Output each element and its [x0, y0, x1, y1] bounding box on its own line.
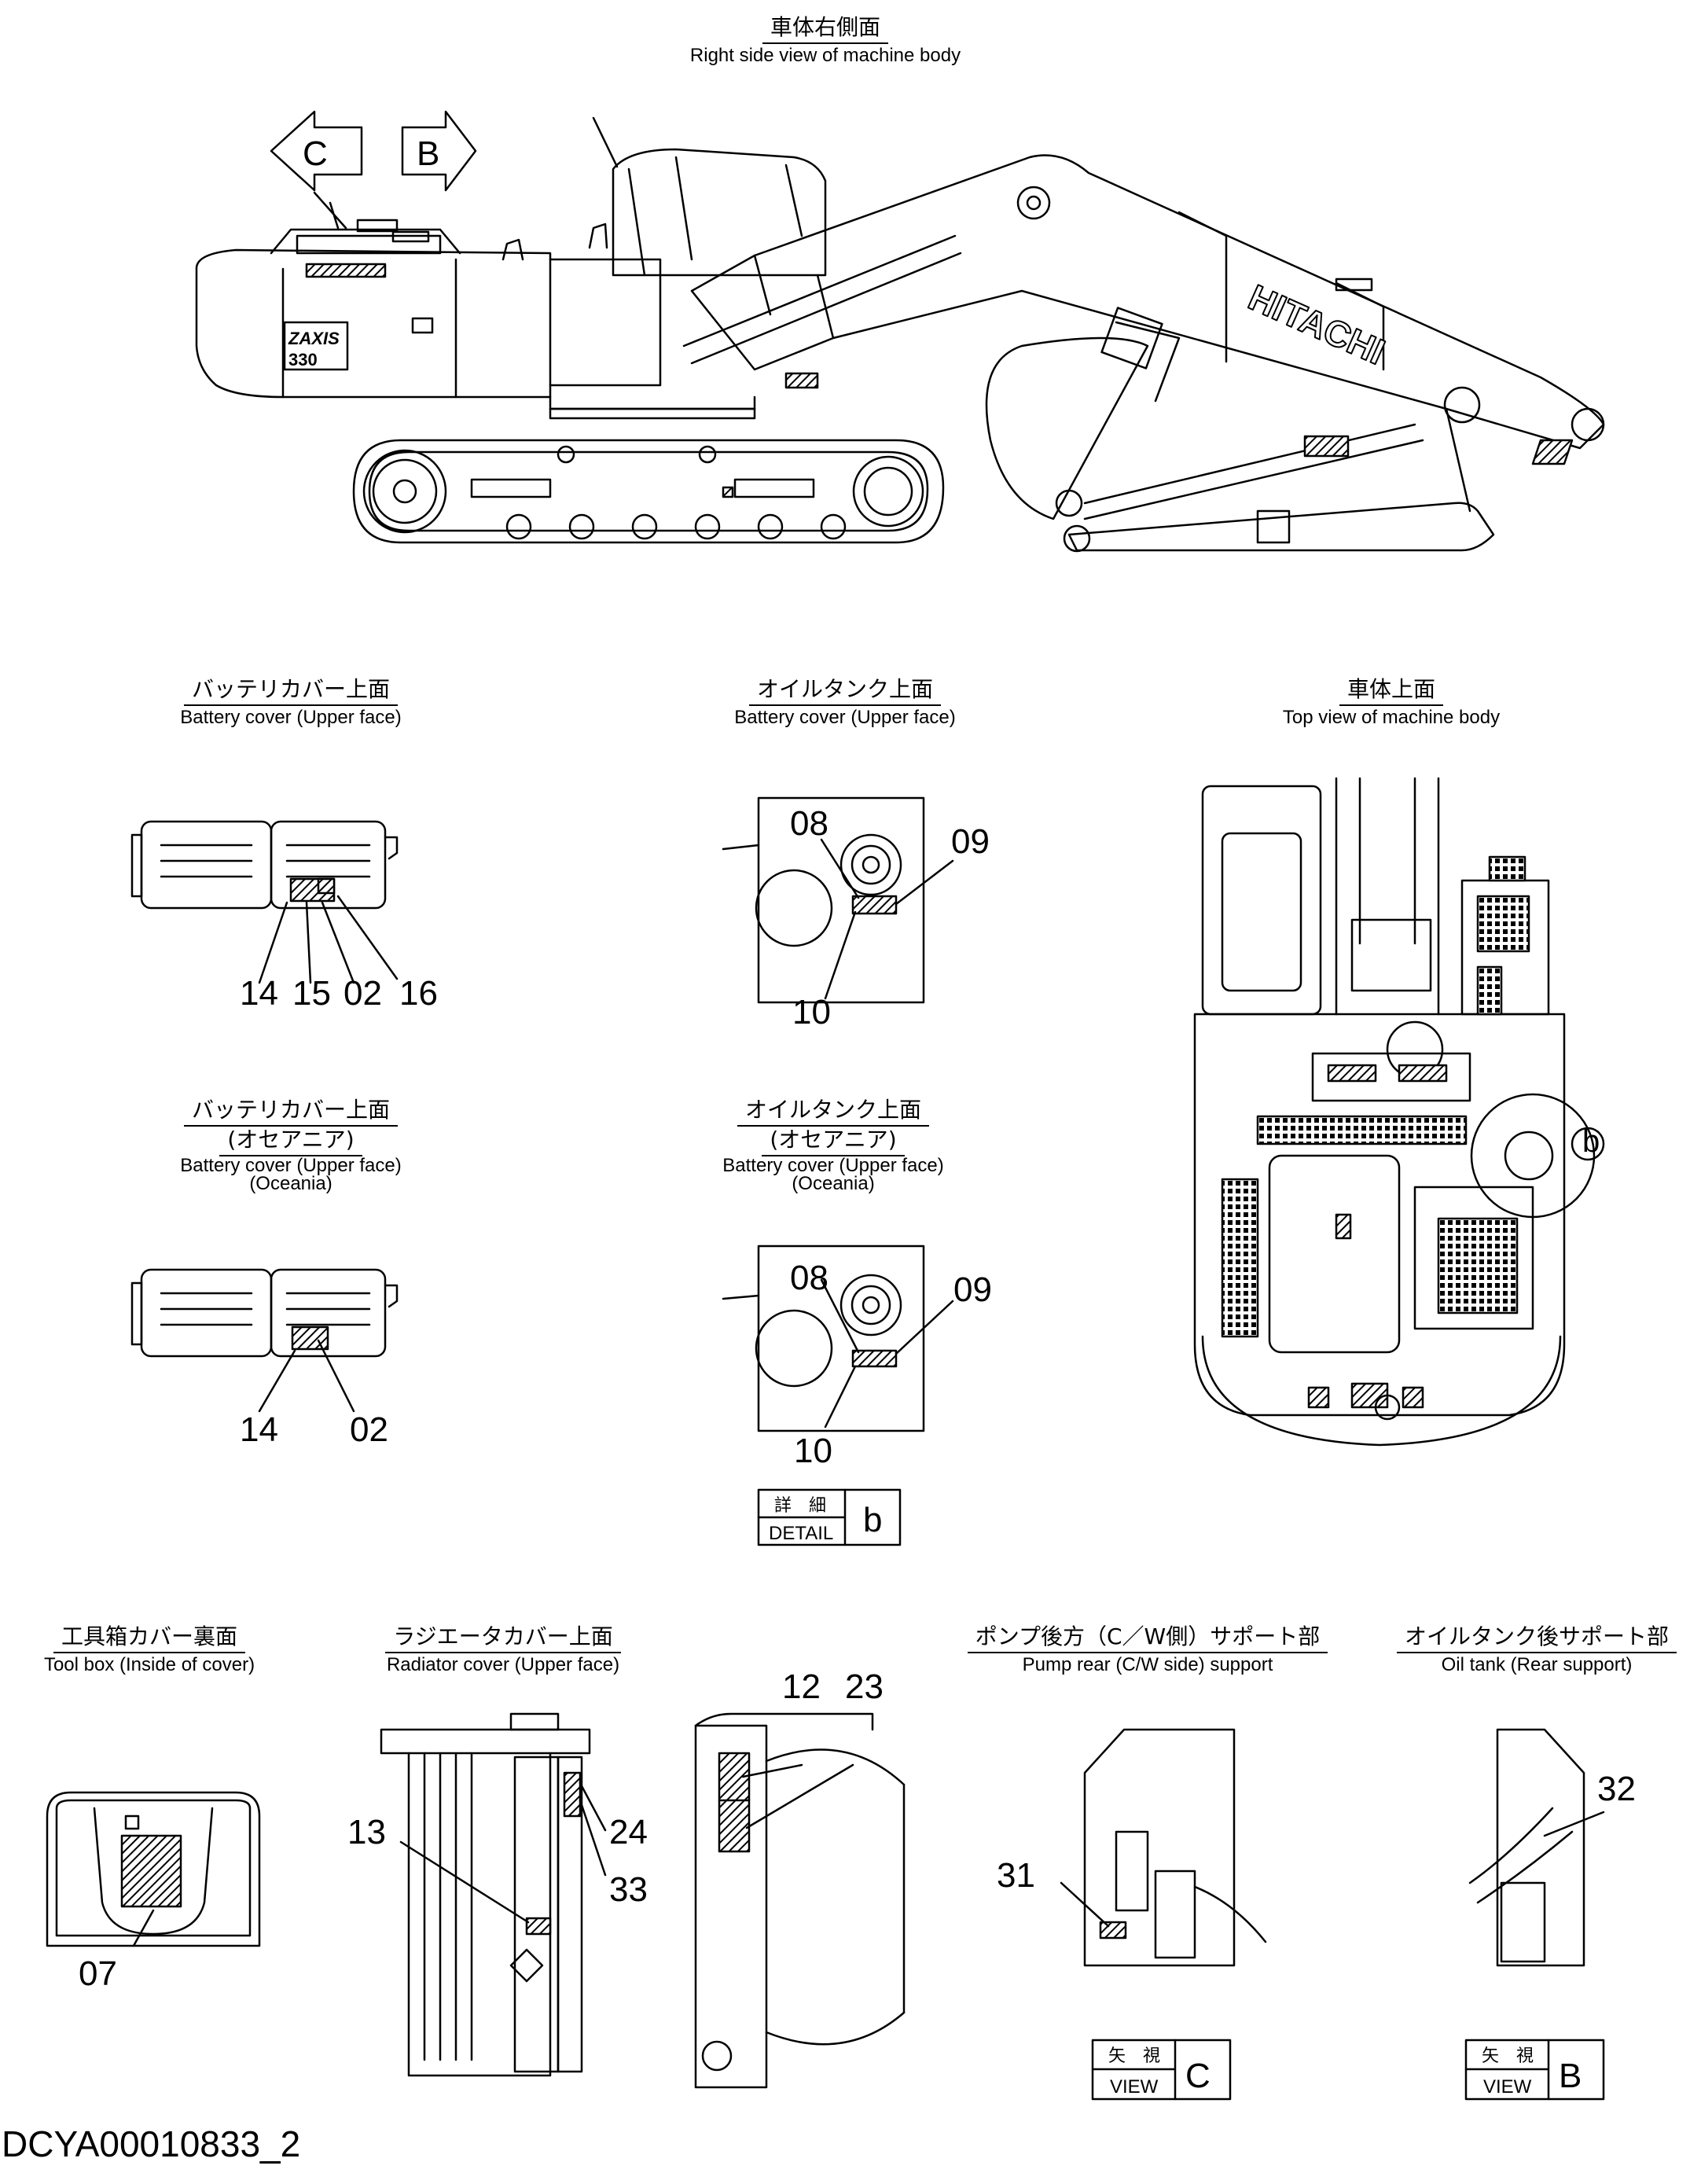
radiator-cover-drawing: [380, 1712, 906, 2089]
drawing-code: DCYA00010833_2: [2, 2123, 301, 2164]
oil-tank-rear-drawing: [1464, 1728, 1605, 2101]
pump-rear-drawing: [1060, 1728, 1267, 2101]
detail-box-jp: 詳 細: [774, 1496, 826, 1516]
arm: [1067, 502, 1495, 552]
title-tool-box: 工具箱カバー裏面 Tool box (Inside of cover): [16, 1623, 283, 1677]
title-oil-tank: オイルタンク上面 Battery cover (Upper face): [704, 676, 986, 730]
label-battery-oceania-02: 02: [350, 1410, 388, 1449]
tool-box-drawing: [46, 1791, 261, 1947]
label-toolbox-07: 07: [79, 1954, 117, 1993]
title-top-view-en: Top view of machine body: [1282, 707, 1501, 728]
title-right-side-jp: 車体右側面: [762, 14, 888, 44]
title-pump-rear: ポンプ後方（C／W側）サポート部 Pump rear (C/W side) su…: [967, 1623, 1328, 1677]
title-radiator-cover: ラジエータカバー上面 Radiator cover (Upper face): [362, 1623, 645, 1677]
title-tool-box-en: Tool box (Inside of cover): [43, 1654, 255, 1675]
detail-box-en: DETAIL: [769, 1523, 833, 1544]
label-radiator-13: 13: [347, 1813, 386, 1851]
label-radiator-12: 12: [782, 1667, 821, 1706]
title-battery-oceania-en: Battery cover (Upper face): [180, 1155, 402, 1176]
boom: [690, 154, 1605, 450]
view-c-en: VIEW: [1110, 2076, 1159, 2098]
label-battery-16: 16: [399, 974, 438, 1013]
view-b-jp: 矢 視: [1482, 2046, 1534, 2066]
battery-cover-oceania-drawing: [130, 1268, 399, 1413]
crawler-track: [352, 439, 945, 544]
label-radiator-24: 24: [609, 1813, 648, 1851]
detail-box-letter: b: [863, 1501, 882, 1539]
bucket: [985, 336, 1149, 520]
label-top-view-b: b: [1582, 1124, 1600, 1159]
zaxis-text: ZAXIS: [288, 329, 340, 348]
title-right-side-en: Right side view of machine body: [689, 45, 961, 66]
label-oil-oceania-10: 10: [794, 1432, 832, 1470]
title-right-side: 車体右側面 Right side view of machine body: [676, 14, 975, 68]
title-oil-oceania-jp: オイルタンク上面: [737, 1097, 929, 1127]
label-radiator-23: 23: [845, 1667, 884, 1706]
title-oil-tank-en: Battery cover (Upper face): [734, 707, 956, 728]
view-b-letter: B: [1559, 2057, 1582, 2095]
title-oil-tank-jp: オイルタンク上面: [748, 676, 941, 706]
title-battery-oceania-en2: (Oceania): [249, 1173, 332, 1194]
title-battery-cover: バッテリカバー上面 Battery cover (Upper face): [149, 676, 432, 730]
zaxis-badge: [283, 321, 349, 371]
title-oil-rear-jp: オイルタンク後サポート部: [1396, 1623, 1677, 1653]
view-c-jp: 矢 視: [1108, 2046, 1160, 2066]
title-top-view-jp: 車体上面: [1339, 676, 1443, 706]
arrow-c-label: C: [303, 134, 328, 173]
title-oil-oceania-en: Battery cover (Upper face): [722, 1155, 944, 1176]
title-pump-rear-en: Pump rear (C/W side) support: [1022, 1654, 1273, 1675]
title-oil-rear-en: Oil tank (Rear support): [1441, 1654, 1633, 1675]
title-pump-rear-jp: ポンプ後方（C／W側）サポート部: [967, 1623, 1328, 1653]
label-oil-oceania-08: 08: [790, 1259, 828, 1297]
label-oil-rear-32: 32: [1597, 1770, 1636, 1808]
title-battery-cover-jp: バッテリカバー上面: [183, 676, 398, 706]
title-oil-oceania-jp2: (オセアニア): [762, 1127, 905, 1156]
label-battery-oceania-14: 14: [240, 1410, 278, 1449]
title-oil-tank-rear: オイルタンク後サポート部 Oil tank (Rear support): [1391, 1623, 1682, 1677]
title-oil-tank-oceania: オイルタンク上面 (オセアニア) Battery cover (Upper fa…: [676, 1097, 990, 1193]
title-battery-oceania-jp: バッテリカバー上面: [183, 1097, 398, 1127]
title-top-view: 車体上面 Top view of machine body: [1250, 676, 1533, 730]
label-pump-31: 31: [997, 1856, 1035, 1895]
arrow-b-label: B: [417, 134, 439, 173]
title-oil-oceania-en2: (Oceania): [792, 1173, 875, 1194]
oil-tank-drawing: [722, 796, 954, 1004]
model-number-text: 330: [288, 350, 318, 370]
label-battery-02: 02: [344, 974, 382, 1013]
label-oil-10: 10: [792, 993, 831, 1031]
oil-tank-oceania-drawing: [722, 1245, 954, 1546]
title-radiator-en: Radiator cover (Upper face): [386, 1654, 620, 1675]
view-arrow-c: [270, 110, 363, 192]
label-oil-oceania-09: 09: [953, 1270, 992, 1309]
label-radiator-33: 33: [609, 1870, 648, 1909]
title-radiator-jp: ラジエータカバー上面: [385, 1623, 621, 1653]
label-oil-08: 08: [790, 804, 828, 843]
title-tool-box-jp: 工具箱カバー裏面: [53, 1623, 245, 1653]
title-battery-cover-en: Battery cover (Upper face): [180, 707, 402, 728]
view-b-en: VIEW: [1483, 2076, 1532, 2098]
top-view-drawing: [1193, 777, 1605, 1447]
excavator-side-view: HITACHI: [195, 110, 1605, 553]
label-oil-09: 09: [951, 822, 990, 861]
battery-cover-drawing: [130, 820, 399, 984]
view-arrow-b: [401, 110, 477, 192]
title-battery-cover-oceania: バッテリカバー上面 (オセアニア) Battery cover (Upper f…: [134, 1097, 448, 1193]
view-c-letter: C: [1185, 2057, 1211, 2095]
label-battery-15: 15: [292, 974, 331, 1013]
label-battery-14: 14: [240, 974, 278, 1013]
title-battery-oceania-jp2: (オセアニア): [219, 1127, 362, 1156]
